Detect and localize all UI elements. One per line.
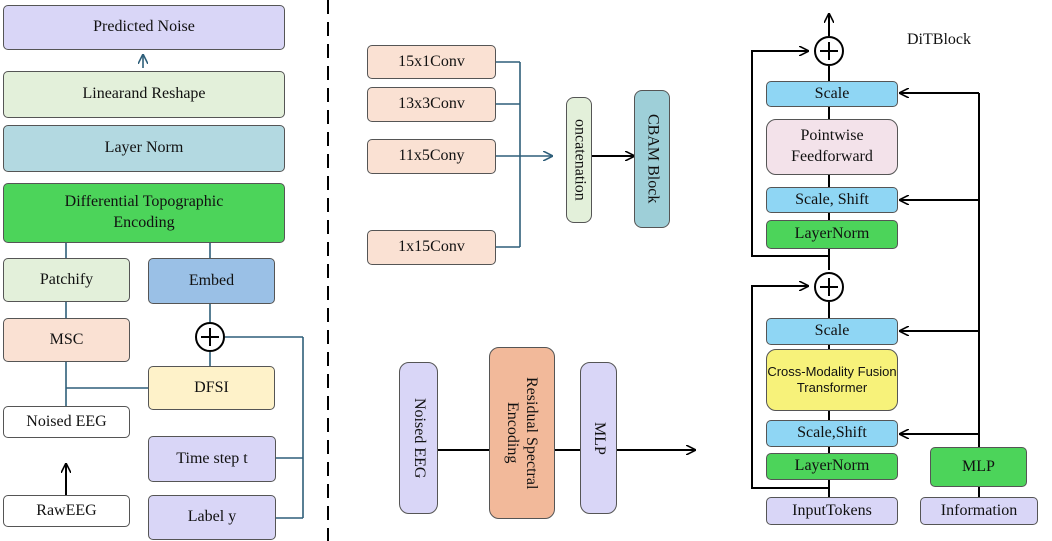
conv-1x15-box: 1x15Conv [367, 230, 496, 265]
concatenation-box: oncatenation [566, 97, 592, 223]
scale-bottom-box: Scale [766, 318, 898, 345]
residual-mlp-box: MLP [580, 362, 617, 514]
embed-box: Embed [148, 258, 275, 304]
top-residual-sum-icon [814, 36, 844, 66]
embed-sum-icon [195, 322, 225, 352]
layernorm-top-box: LayerNorm [766, 220, 898, 249]
linear-reshape-box: Linearand Reshape [3, 71, 285, 118]
msc-box: MSC [3, 318, 130, 362]
cbam-block-box: CBAM Block [634, 90, 670, 228]
differential-topographic-encoding-box: Differential Topographic Encoding [3, 183, 285, 243]
conv-15x1-box: 15x1Conv [367, 45, 496, 79]
predicted-noise-box: Predicted Noise [3, 5, 285, 50]
layernorm-bottom-box: LayerNorm [766, 453, 898, 480]
dit-block-title: DiTBlock [907, 31, 971, 48]
information-box: Information [920, 497, 1038, 525]
noised-eeg-input-box: Noised EEG [3, 406, 130, 438]
layer-norm-box: Layer Norm [3, 125, 285, 172]
time-step-box: Time step t [148, 436, 276, 482]
dfsi-box: DFSI [148, 366, 275, 410]
cross-modality-fusion-transformer-box: Cross-Modality Fusion Transformer [766, 349, 898, 411]
scale-shift-top-box: Scale, Shift [766, 187, 898, 213]
scale-shift-bottom-box: Scale,Shift [766, 420, 898, 447]
bottom-residual-sum-icon [814, 272, 844, 302]
input-tokens-box: InputTokens [766, 497, 898, 525]
label-y-box: Label y [148, 495, 276, 540]
residual-noised-eeg-box: Noised EEG [399, 362, 438, 514]
raw-eeg-box: RawEEG [3, 495, 130, 527]
pointwise-feedforward-box: Pointwise Feedforward [766, 119, 898, 175]
residual-spectral-encoding-box: Residual Spectral Encoding [489, 347, 555, 519]
conditioning-mlp-box: MLP [930, 447, 1027, 487]
conv-11x5-box: 11x5Cony [367, 139, 496, 174]
scale-top-box: Scale [766, 81, 898, 107]
patchify-box: Patchify [3, 258, 130, 302]
conv-13x3-box: 13x3Conv [367, 87, 496, 122]
